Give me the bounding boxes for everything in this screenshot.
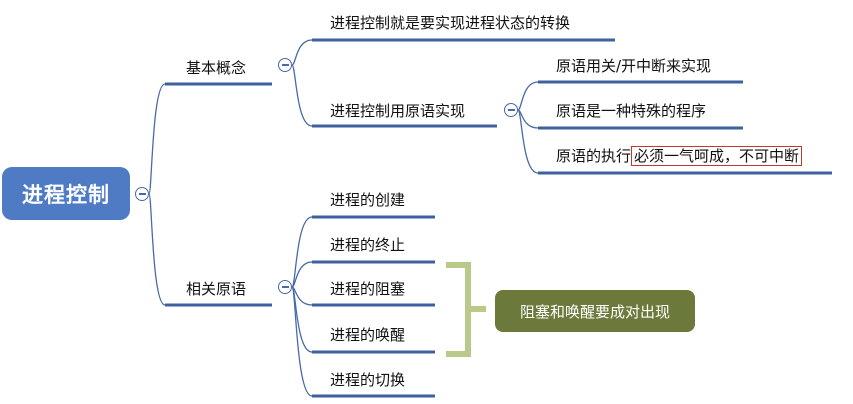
branch-basic-concepts[interactable]: 基本概念: [186, 58, 246, 78]
node-control-via-primitives[interactable]: 进程控制用原语实现: [330, 101, 465, 121]
branch-basic-label: 基本概念: [186, 59, 247, 77]
collapse-basic-icon[interactable]: [278, 58, 292, 72]
connector-impl-1: [517, 81, 539, 111]
summary-bracket: [446, 262, 486, 357]
summary-label: 阻塞和唤醒要成对出现: [519, 302, 670, 321]
collapse-impl-icon[interactable]: [504, 103, 518, 117]
branch-related-label: 相关原语: [186, 280, 247, 298]
connector-basic-child-2: [291, 64, 313, 127]
node-process-block[interactable]: 进程的阻塞: [330, 279, 405, 299]
node-control-is-transition[interactable]: 进程控制就是要实现进程状态的转换: [330, 13, 570, 33]
node-primitive-special-program-label: 原语是一种特殊的程序: [556, 102, 707, 120]
node-process-wakeup-label: 进程的唤醒: [330, 326, 406, 344]
connector-root-basic: [148, 83, 166, 195]
node-primitive-execution[interactable]: 原语的执行必须一气呵成，不可中断: [556, 146, 803, 166]
node-primitive-execution-highlight: 必须一气呵成，不可中断: [631, 146, 803, 166]
node-process-create[interactable]: 进程的创建: [330, 190, 405, 210]
node-primitive-interrupt-label: 原语用关/开中断来实现: [556, 57, 712, 75]
node-primitive-interrupt[interactable]: 原语用关/开中断来实现: [556, 56, 711, 76]
connector-related-5: [291, 286, 313, 397]
root-node[interactable]: 进程控制: [2, 167, 130, 220]
branch-related-primitives[interactable]: 相关原语: [186, 279, 246, 299]
connector-basic-child-1: [291, 39, 313, 66]
collapse-root-icon[interactable]: [135, 187, 149, 201]
connector-root-related: [148, 193, 166, 306]
node-control-via-primitives-label: 进程控制用原语实现: [330, 102, 466, 120]
node-control-is-transition-label: 进程控制就是要实现进程状态的转换: [330, 14, 571, 32]
connector-related-1: [291, 216, 313, 288]
connector-impl-3: [517, 109, 539, 174]
root-label: 进程控制: [22, 182, 110, 207]
connector-related-4: [291, 286, 313, 353]
collapse-related-icon[interactable]: [278, 280, 292, 294]
node-process-terminate-label: 进程的终止: [330, 236, 406, 254]
node-process-block-label: 进程的阻塞: [330, 280, 406, 298]
summary-node[interactable]: 阻塞和唤醒要成对出现: [495, 290, 695, 332]
node-process-create-label: 进程的创建: [330, 191, 406, 209]
node-primitive-special-program[interactable]: 原语是一种特殊的程序: [556, 101, 706, 121]
node-process-wakeup[interactable]: 进程的唤醒: [330, 325, 405, 345]
node-process-terminate[interactable]: 进程的终止: [330, 235, 405, 255]
node-process-switch[interactable]: 进程的切换: [330, 370, 405, 390]
connector-related-2: [291, 261, 313, 288]
node-primitive-execution-label: 原语的执行: [556, 147, 632, 165]
node-process-switch-label: 进程的切换: [330, 371, 406, 389]
